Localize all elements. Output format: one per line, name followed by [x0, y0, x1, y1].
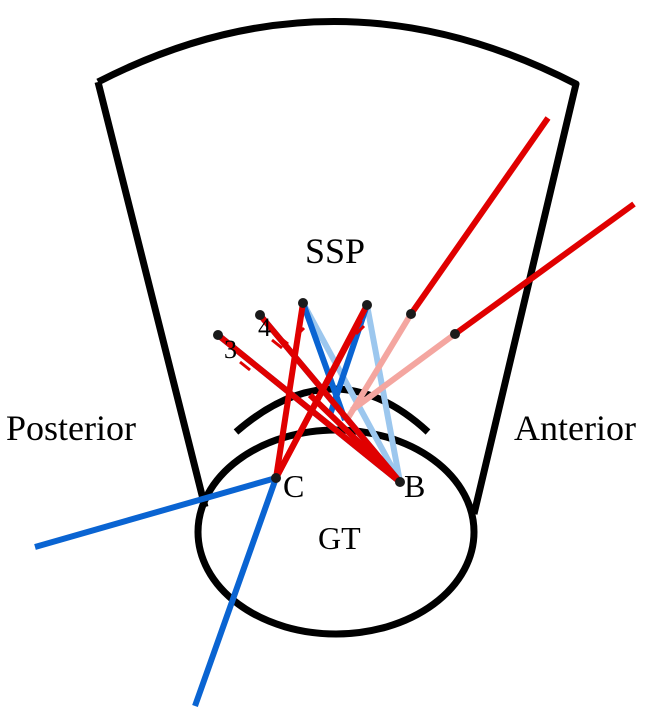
- anchor-dot: [450, 329, 460, 339]
- anchor-dot: [298, 298, 308, 308]
- red-lateral-limb: [408, 116, 551, 316]
- ssp-label: SSP: [305, 231, 365, 271]
- red-lateral-limb: [453, 201, 636, 337]
- red-strand: [307, 392, 403, 485]
- point-c-dot: [271, 473, 281, 483]
- light-red-limb: [345, 312, 414, 420]
- point-c-label: C: [283, 468, 304, 504]
- red-strand: [216, 332, 402, 485]
- light-blue-limb: [300, 301, 403, 484]
- knot-mark: [294, 326, 306, 338]
- light-blue-limb: [364, 304, 403, 483]
- knot-mark: [239, 356, 257, 372]
- anchor-dot: [213, 330, 223, 340]
- point-b-dot: [395, 477, 405, 487]
- posterior-label: Posterior: [6, 408, 136, 448]
- ssp-tendon-outline: [94, 18, 580, 515]
- anchor-4-label: 4: [258, 313, 271, 342]
- anterior-label: Anterior: [514, 408, 636, 448]
- anchor-dot: [406, 309, 416, 319]
- light-red-limb: [350, 331, 457, 413]
- blue-lateral-limb: [192, 476, 279, 708]
- knot-mark: [271, 334, 289, 350]
- red-strand: [257, 313, 403, 484]
- anchor-dot: [255, 310, 265, 320]
- anchor-dot: [362, 300, 372, 310]
- point-b-label: B: [404, 468, 425, 504]
- knot-mark: [354, 324, 366, 336]
- gt-label: GT: [318, 520, 361, 556]
- anchor-3-label: 3: [224, 335, 237, 364]
- blue-lateral-limb: [34, 475, 277, 550]
